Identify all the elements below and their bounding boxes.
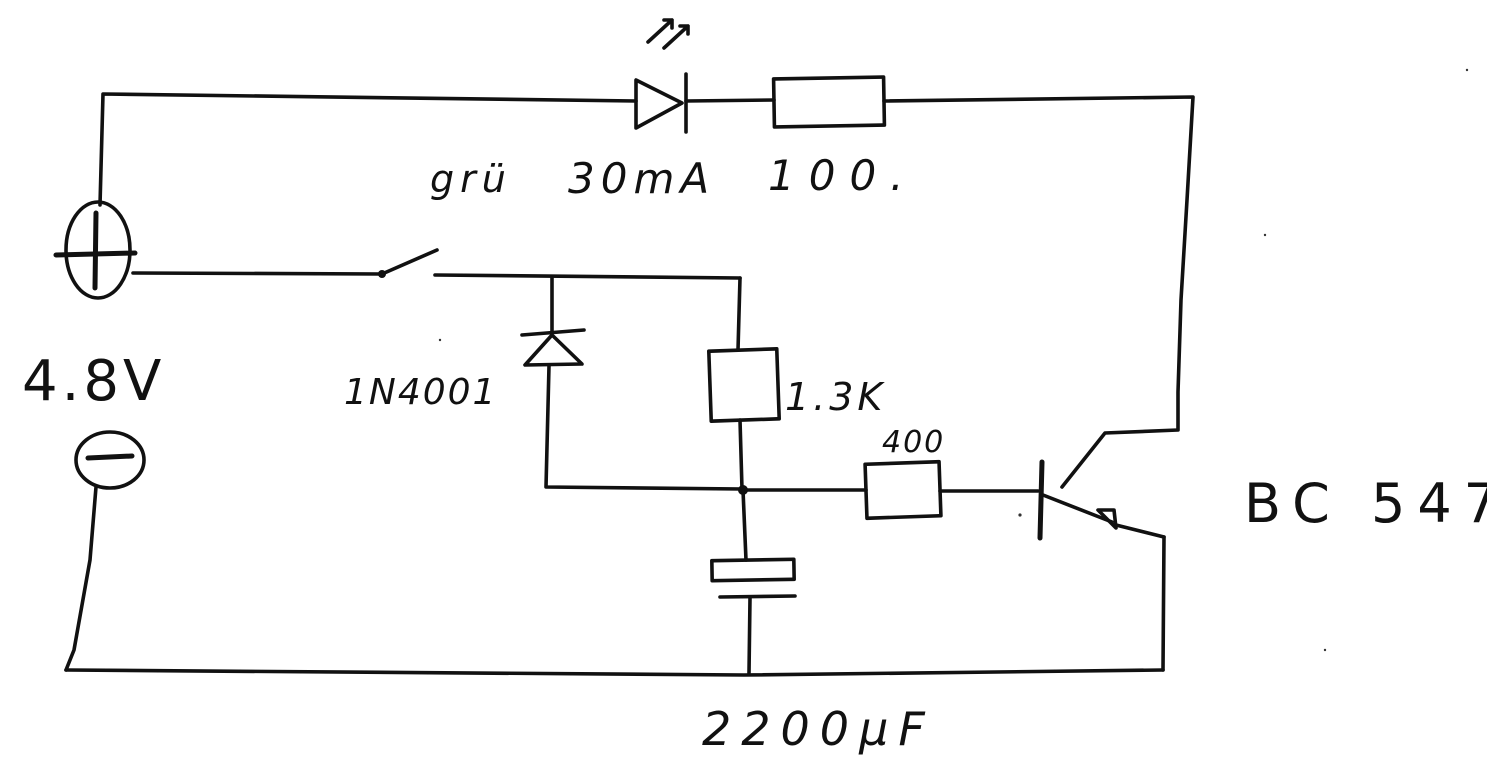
scan-speck [1018, 513, 1022, 517]
pullup-resistor-symbol [706, 347, 782, 423]
led-current-label: 30mA [568, 154, 715, 203]
battery-plus-terminal [53, 200, 138, 300]
pullup-resistor-label: 1.3K [785, 375, 886, 419]
scan-speck [1465, 68, 1469, 72]
capacitor-label: 2200μF [702, 702, 935, 756]
transistor-symbol [1037, 459, 1166, 541]
wire-top-left [98, 92, 638, 207]
series-resistor-symbol [771, 75, 887, 129]
wire-bottom [64, 668, 1165, 677]
capacitor-symbol [710, 557, 797, 599]
diode-symbol [520, 328, 586, 367]
scan-speck [1323, 648, 1327, 652]
wire-cap-top [741, 488, 748, 562]
battery-minus-terminal [74, 430, 146, 490]
led-symbol [634, 18, 690, 134]
wire-diode-bottom [544, 364, 744, 491]
wire-pullup-bottom [738, 418, 744, 491]
base-resistor-label: 400 [882, 425, 945, 460]
transistor-part-label: BC 547 [1244, 472, 1487, 535]
switch-contact [378, 270, 386, 278]
led-color-label: grü [430, 157, 512, 201]
wire-top-right [882, 95, 1195, 489]
base-resistor-symbol [863, 459, 943, 521]
diode-part-label: 1N4001 [344, 372, 497, 413]
scan-speck [438, 338, 442, 342]
wire-switch-out [433, 273, 742, 280]
wire-emitter-down [1161, 535, 1166, 672]
wire-led-to-resistor [684, 98, 776, 103]
wire-minus-down [64, 485, 98, 672]
wire-pullup-top [736, 276, 742, 352]
scan-speck [1263, 233, 1267, 237]
wire-switch-in [131, 271, 384, 276]
wire-cap-bottom [747, 596, 752, 675]
series-resistor-label: 100. [768, 151, 918, 200]
switch-blade [380, 248, 439, 276]
battery-voltage-label: 4.8V [22, 349, 165, 414]
